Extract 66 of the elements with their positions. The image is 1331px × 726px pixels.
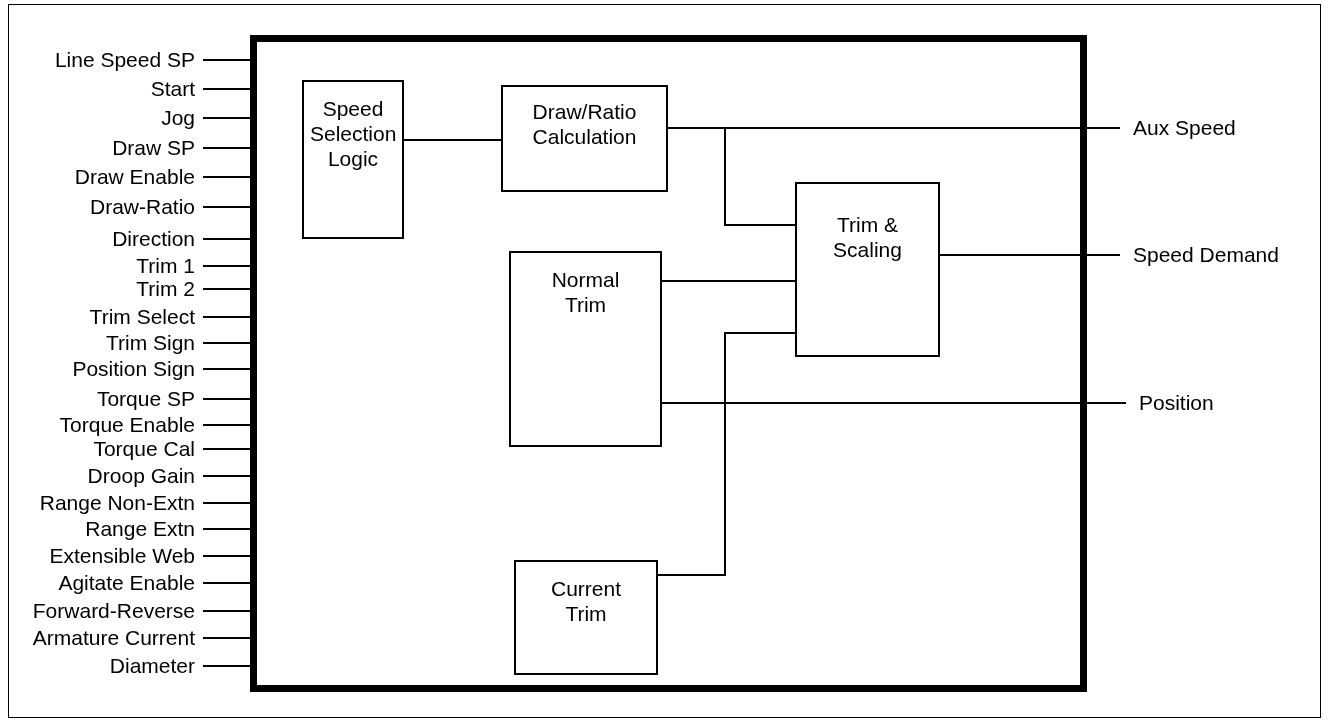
signal-line [202, 368, 251, 370]
input-signal-label: Trim 2 [136, 277, 203, 301]
output-signal-label: Aux Speed [1120, 116, 1236, 140]
input-signal-label: Torque SP [96, 387, 203, 411]
function-block [501, 85, 668, 192]
signal-line [202, 206, 251, 208]
block-label: Current Trim [550, 576, 622, 626]
input-signal-label: Jog [161, 106, 203, 130]
input-signal-label: Draw-Ratio [89, 195, 203, 219]
signal-line [202, 555, 251, 557]
input-signal-label: Trim Sign [105, 331, 203, 355]
input-signal-label: Trim Select [89, 305, 203, 329]
system-block [250, 35, 1087, 692]
signal-line [202, 502, 251, 504]
signal-line [202, 637, 251, 639]
input-signal-label: Forward-Reverse [32, 599, 203, 623]
input-signal-label: Armature Current [32, 626, 203, 650]
signal-line [667, 127, 796, 226]
output-signal-label: Speed Demand [1120, 243, 1279, 267]
input-signal-label: Torque Cal [93, 437, 203, 461]
input-signal-label: Position Sign [72, 357, 203, 381]
input-signal-label: Trim 1 [136, 254, 203, 278]
input-signal-label: Line Speed SP [54, 48, 203, 72]
signal-line [661, 280, 796, 282]
input-signal-label: Direction [112, 227, 203, 251]
signal-line [202, 288, 251, 290]
function-block [509, 251, 662, 447]
block-label: Normal Trim [550, 267, 621, 317]
block-label: Trim & Scaling [832, 212, 903, 262]
signal-line [202, 475, 251, 477]
function-block [302, 80, 404, 239]
function-block [514, 560, 658, 675]
output-signal-label: Position [1126, 391, 1214, 415]
signal-line [202, 582, 251, 584]
signal-line [202, 528, 251, 530]
signal-line [202, 610, 251, 612]
input-signal-label: Extensible Web [49, 544, 203, 568]
signal-line [202, 88, 251, 90]
input-signal-label: Range Extn [85, 517, 203, 541]
input-signal-label: Droop Gain [87, 464, 203, 488]
signal-line [403, 139, 502, 141]
signal-line [202, 59, 251, 61]
input-signal-label: Diameter [109, 654, 203, 678]
signal-line [202, 398, 251, 400]
signal-line [202, 665, 251, 667]
signal-line [202, 316, 251, 318]
block-label: Speed Selection Logic [309, 96, 398, 171]
input-signal-label: Torque Enable [59, 413, 203, 437]
signal-line [202, 265, 251, 267]
input-signal-label: Start [150, 77, 203, 101]
signal-line [202, 176, 251, 178]
function-block [795, 182, 940, 357]
signal-line [202, 117, 251, 119]
signal-line [202, 238, 251, 240]
input-signal-label: Agitate Enable [58, 571, 203, 595]
input-signal-label: Range Non-Extn [39, 491, 203, 515]
signal-line [657, 332, 796, 576]
input-signal-label: Draw Enable [74, 165, 203, 189]
signal-line [202, 424, 251, 426]
input-signal-label: Draw SP [112, 136, 203, 160]
signal-line [661, 402, 1127, 404]
block-label: Draw/Ratio Calculation [531, 99, 638, 149]
signal-line [939, 254, 1121, 256]
signal-line [202, 147, 251, 149]
signal-line [202, 448, 251, 450]
signal-line [202, 342, 251, 344]
